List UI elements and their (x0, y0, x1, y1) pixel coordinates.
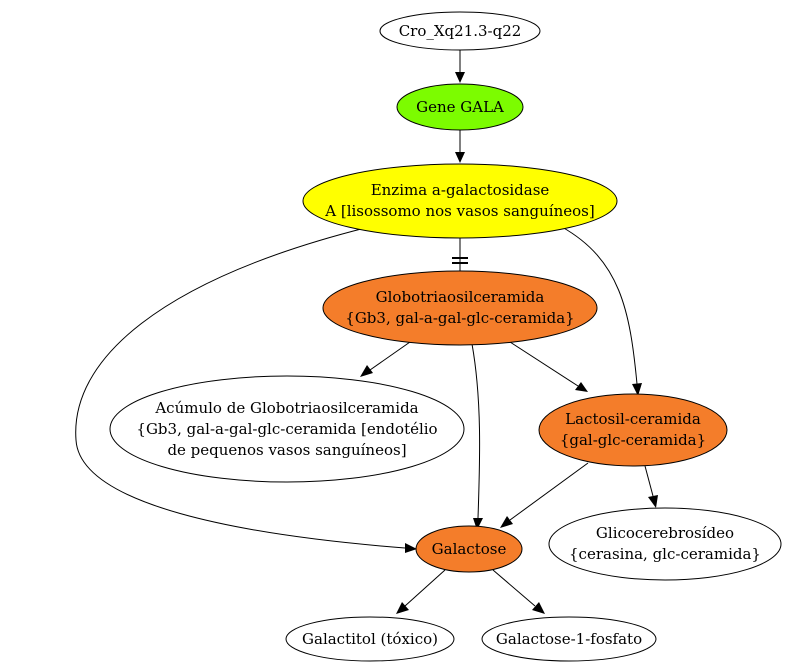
edge-globo-to-acumulo (369, 341, 411, 371)
edge-enzima-to-galactose (75, 227, 406, 549)
node-shape (379, 11, 541, 51)
node-shape (285, 616, 455, 662)
node-shape (109, 375, 465, 483)
arrowhead (648, 495, 658, 508)
node-label: Galactose (432, 540, 507, 558)
arrowhead (473, 518, 483, 530)
edges-layer (75, 50, 658, 614)
node-galactitol: Galactitol (tóxico) (285, 616, 455, 662)
edge-galactose-to-g1p (492, 569, 536, 607)
node-label-line-1: Glicocerebrosídeo (596, 524, 734, 542)
nodes-layer: Cro_Xq21.3-q22 Gene GALA Enzima a-galact… (109, 11, 782, 662)
node-label-line-2: {cerasina, glc-ceramida} (569, 545, 761, 563)
node-label-line-2: {gal-glc-ceramida} (560, 431, 706, 449)
node-globotriaosilceramida: Globotriaosilceramida {Gb3, gal-a-gal-gl… (322, 270, 598, 346)
node-label-line-2: A [lisossomo nos vasos sanguíneos] (324, 202, 594, 220)
arrowhead (532, 602, 545, 614)
edge-globo-to-lactosil (509, 341, 579, 387)
edge-enzima-to-lactosil (561, 226, 638, 385)
node-shape (415, 525, 523, 573)
arrowhead (500, 516, 513, 528)
arrowhead (396, 602, 409, 614)
arrowhead (360, 365, 373, 377)
node-label-line-2: {Gb3, gal-a-gal-glc-ceramida} (345, 309, 574, 327)
arrowhead (405, 543, 417, 553)
node-label-line-1: Enzima a-galactosidase (371, 181, 550, 199)
node-glicocerebrosideo: Glicocerebrosídeo {cerasina, glc-ceramid… (548, 507, 782, 581)
arrowhead (455, 152, 465, 163)
node-label-line-1: Globotriaosilceramida (376, 288, 545, 306)
node-label-line-1: Lactosil-ceramida (565, 410, 701, 428)
node-label: Galactitol (tóxico) (302, 630, 438, 648)
edge-galactose-to-galactitol (404, 569, 446, 607)
node-shape (322, 270, 598, 346)
node-lactosil-ceramida: Lactosil-ceramida {gal-glc-ceramida} (538, 393, 728, 467)
node-label: Galactose-1-fosfato (496, 630, 642, 648)
arrowhead (575, 382, 588, 392)
arrowhead (455, 72, 465, 83)
node-galactose-1-fosfato: Galactose-1-fosfato (481, 616, 657, 662)
node-gene-gala: Gene GALA (396, 83, 524, 131)
node-enzima: Enzima a-galactosidase A [lisossomo nos … (302, 163, 618, 239)
node-label: Gene GALA (416, 98, 504, 116)
node-shape (481, 616, 657, 662)
node-shape (538, 393, 728, 467)
node-label-line-2: {Gb3, gal-a-gal-glc-ceramida [endotélio (136, 420, 437, 438)
node-shape (302, 163, 618, 239)
node-cro: Cro_Xq21.3-q22 (379, 11, 541, 51)
node-galactose: Galactose (415, 525, 523, 573)
node-label: Cro_Xq21.3-q22 (399, 22, 522, 40)
node-shape (548, 507, 782, 581)
arrowhead (632, 383, 642, 396)
edge-lactosil-to-galactose (509, 462, 589, 521)
node-acumulo: Acúmulo de Globotriaosilceramida {Gb3, g… (109, 375, 465, 483)
edge-globo-to-galactose (471, 343, 481, 519)
edge-lactosil-to-glico (644, 465, 654, 497)
node-label-line-3: de pequenos vasos sanguíneos] (167, 441, 406, 459)
node-label-line-1: Acúmulo de Globotriaosilceramida (154, 399, 418, 417)
node-shape (396, 83, 524, 131)
